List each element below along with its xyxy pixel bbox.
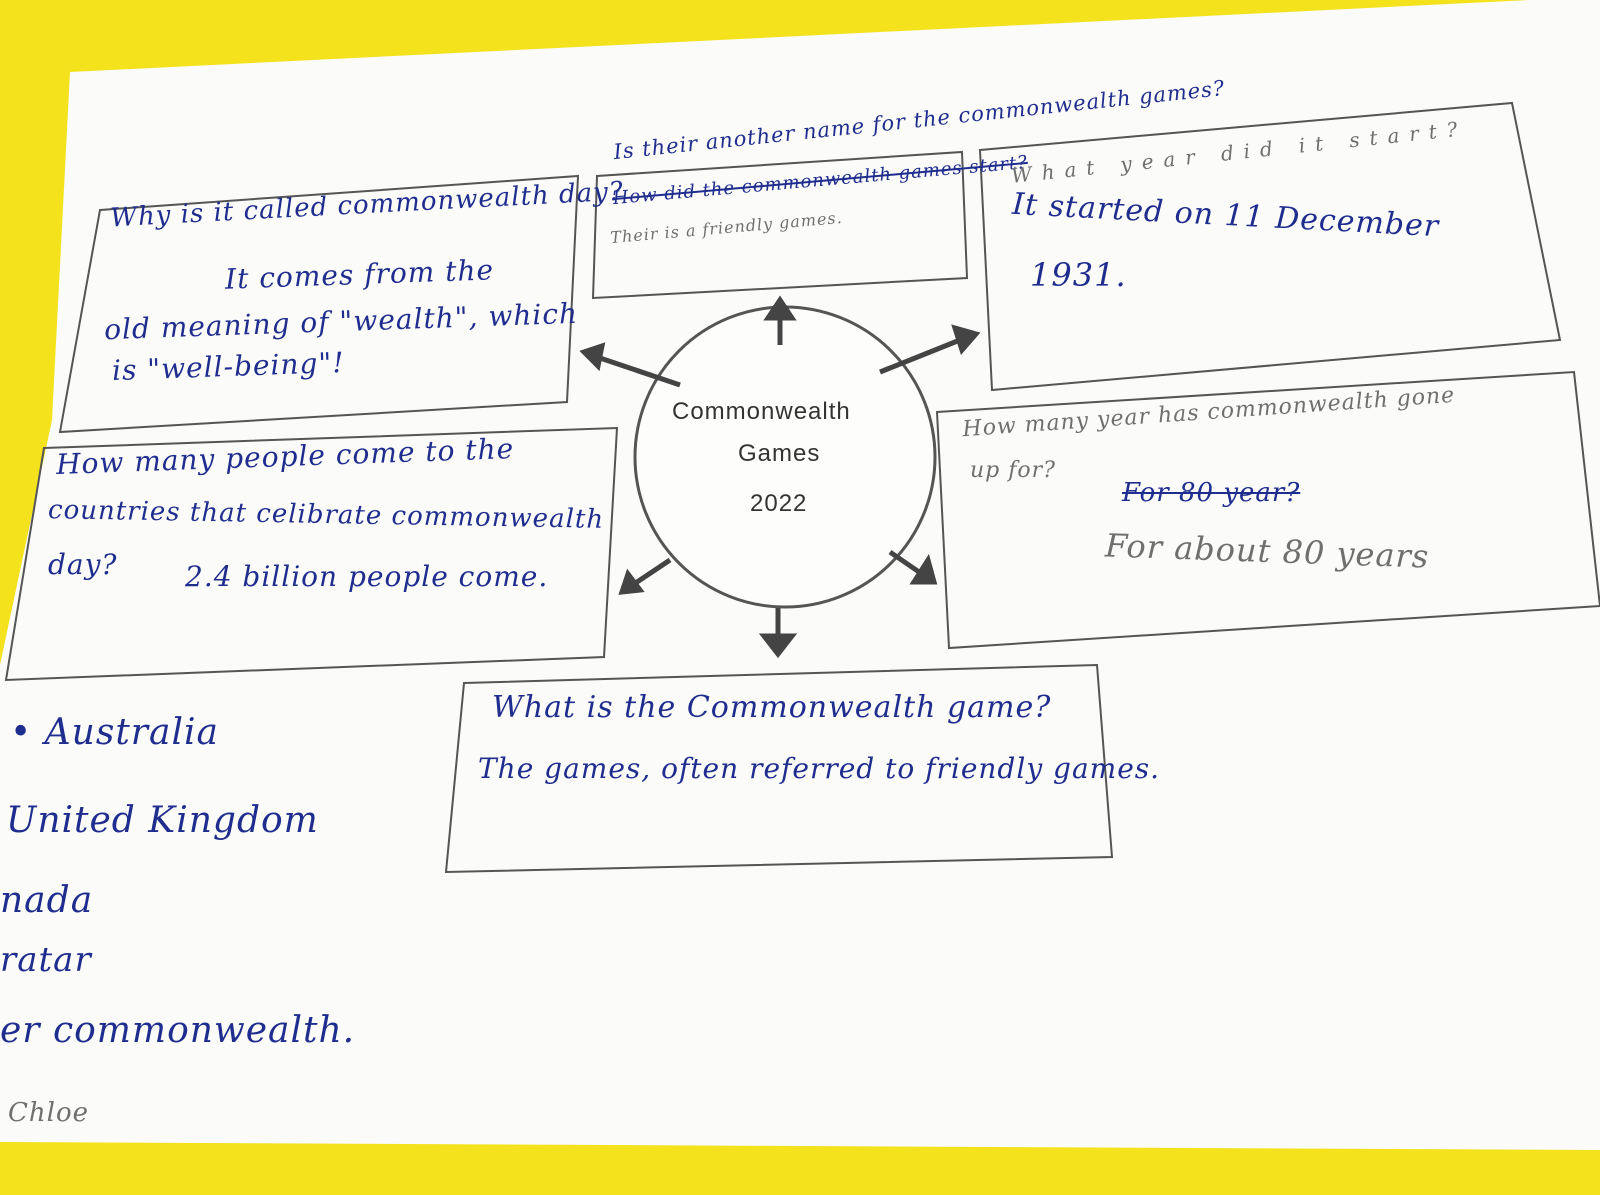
box-top-middle-border [591,150,969,300]
box-bottom-question: What is the Commonwealth game? [492,690,1052,725]
signature: Chloe [8,1098,89,1128]
box-middle-right-border [935,370,1600,650]
arrow-up-left [599,355,681,388]
country-list-item-4: ratar [0,940,92,980]
box-top-right-border [978,101,1562,392]
box-middle-left-question-3: day? [48,548,118,581]
center-title-line1: Commonwealth [672,398,851,425]
country-list-item-3: nada [0,880,94,921]
arrow-down-right [888,549,924,577]
center-title-line2: Games [738,440,821,467]
box-middle-left-border [4,426,619,682]
box-middle-left-answer: 2.4 billion people come. [185,560,549,593]
box-middle-right-answer-struck: For 80 year? [1122,478,1301,508]
box-middle-right-question-2: up for? [970,458,1056,483]
country-list-item-5: er commonwealth. [0,1010,356,1051]
box-top-right-answer-2: 1931. [1030,256,1127,294]
box-bottom-answer: The games, often referred to friendly ga… [478,752,1161,785]
box-top-left-border [58,174,580,434]
country-list-item-2: United Kingdom [6,800,319,841]
center-title-year: 2022 [750,490,808,517]
country-list-item-1: • Australia [10,712,219,753]
box-bottom-border [444,663,1114,874]
arrow-down-left [632,557,672,587]
arrow-up-right [879,337,961,375]
